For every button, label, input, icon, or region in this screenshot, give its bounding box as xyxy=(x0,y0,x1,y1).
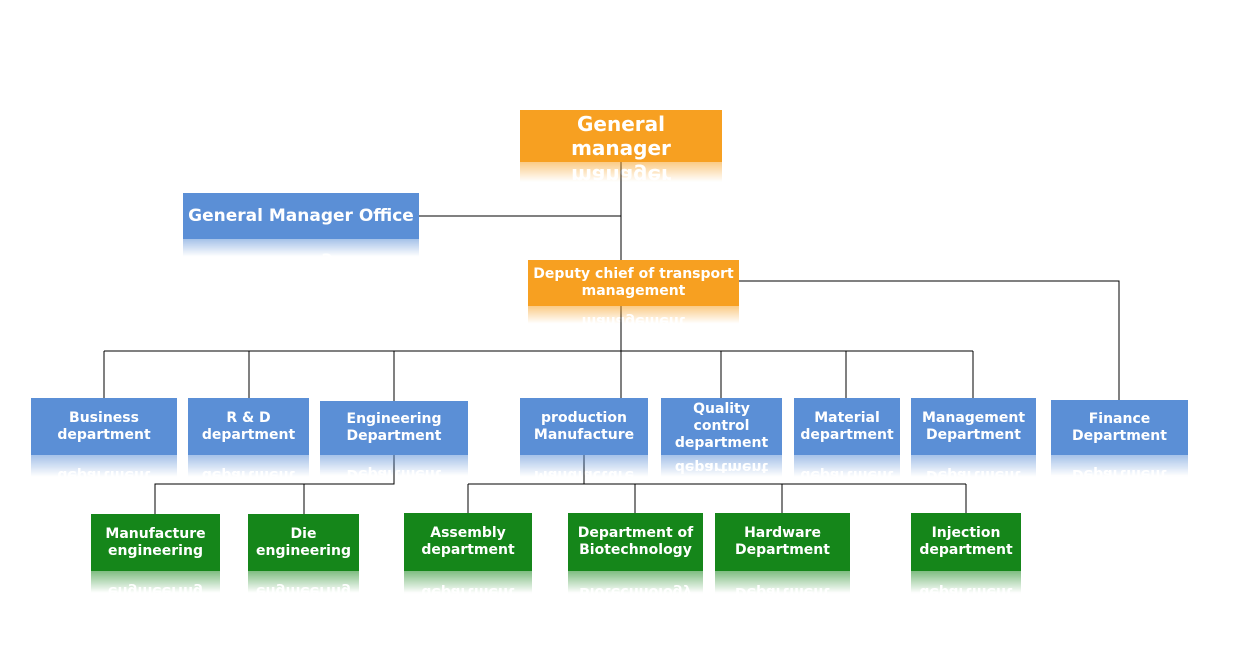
node-die-engineering: Die engineering xyxy=(248,514,359,571)
node-management-department: Management Department xyxy=(911,398,1036,455)
node-production-manufacture: production Manufacture xyxy=(520,398,648,455)
node-quality-control-department: Quality control department xyxy=(661,398,782,455)
node-label: Deputy chief of transport management xyxy=(533,266,734,299)
node-label: R & D department xyxy=(201,409,296,443)
node-hardware-department: Hardware Department xyxy=(715,513,850,571)
node-label: Business department xyxy=(57,409,151,443)
node-label: Management Department xyxy=(921,409,1026,443)
node-finance-department: Finance Department xyxy=(1051,400,1188,455)
node-injection-department: Injection department xyxy=(911,513,1021,571)
node-label: Quality control department xyxy=(674,401,769,451)
node-label: Finance Department xyxy=(1072,410,1167,444)
node-general-manager-office: General Manager Office xyxy=(183,193,419,239)
node-label: Material department xyxy=(800,409,894,443)
node-label: General Manager Office xyxy=(188,205,414,226)
node-material-department: Material department xyxy=(794,398,900,455)
node-label: Die engineering xyxy=(256,525,351,559)
node-department-of-biotechnology: Department of Biotechnology xyxy=(568,513,703,571)
node-label: Hardware Department xyxy=(735,525,830,558)
node-label: General manager xyxy=(571,112,671,160)
node-label: Manufacture engineering xyxy=(105,525,206,559)
node-label: Assembly department xyxy=(421,525,515,558)
node-engineering-department: Engineering Department xyxy=(320,401,468,455)
node-label: Engineering Department xyxy=(346,411,442,444)
node-general-manager: General manager xyxy=(520,110,722,162)
node-label: production Manufacture xyxy=(533,409,635,443)
node-deputy-chief: Deputy chief of transport management xyxy=(528,260,739,306)
node-rd-department: R & D department xyxy=(188,398,309,455)
node-label: Injection department xyxy=(919,525,1013,558)
node-label: Department of Biotechnology xyxy=(577,525,694,558)
node-assembly-department: Assembly department xyxy=(404,513,532,571)
node-business-department: Business department xyxy=(31,398,177,455)
node-manufacture-engineering: Manufacture engineering xyxy=(91,514,220,571)
